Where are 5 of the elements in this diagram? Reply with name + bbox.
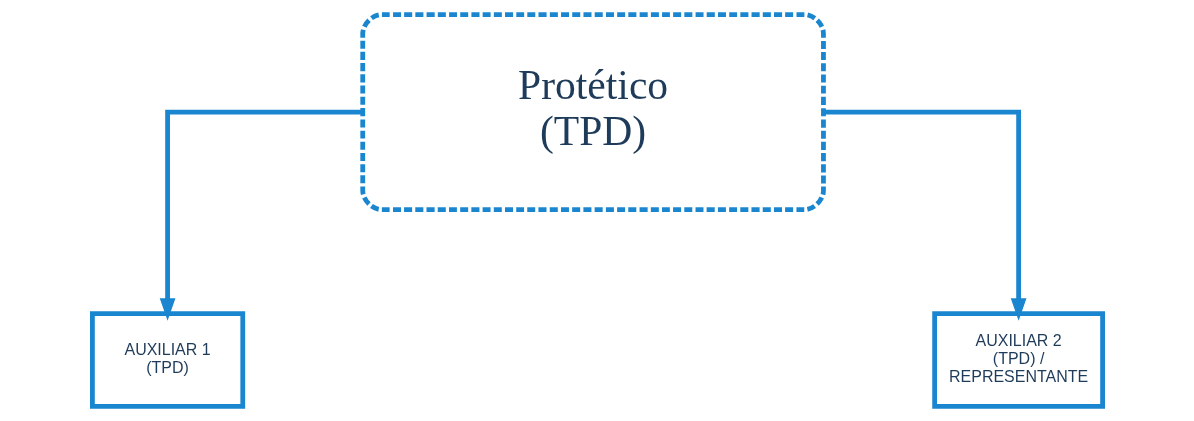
arrow (159, 109, 362, 321)
node-box: AUXILIAR 1 (TPD) (89, 311, 245, 409)
node-box: AUXILIAR 2 (TPD) / REPRESENTANTE (931, 311, 1105, 409)
arrow (823, 109, 1026, 321)
node-box: Protético (TPD) (359, 12, 826, 213)
